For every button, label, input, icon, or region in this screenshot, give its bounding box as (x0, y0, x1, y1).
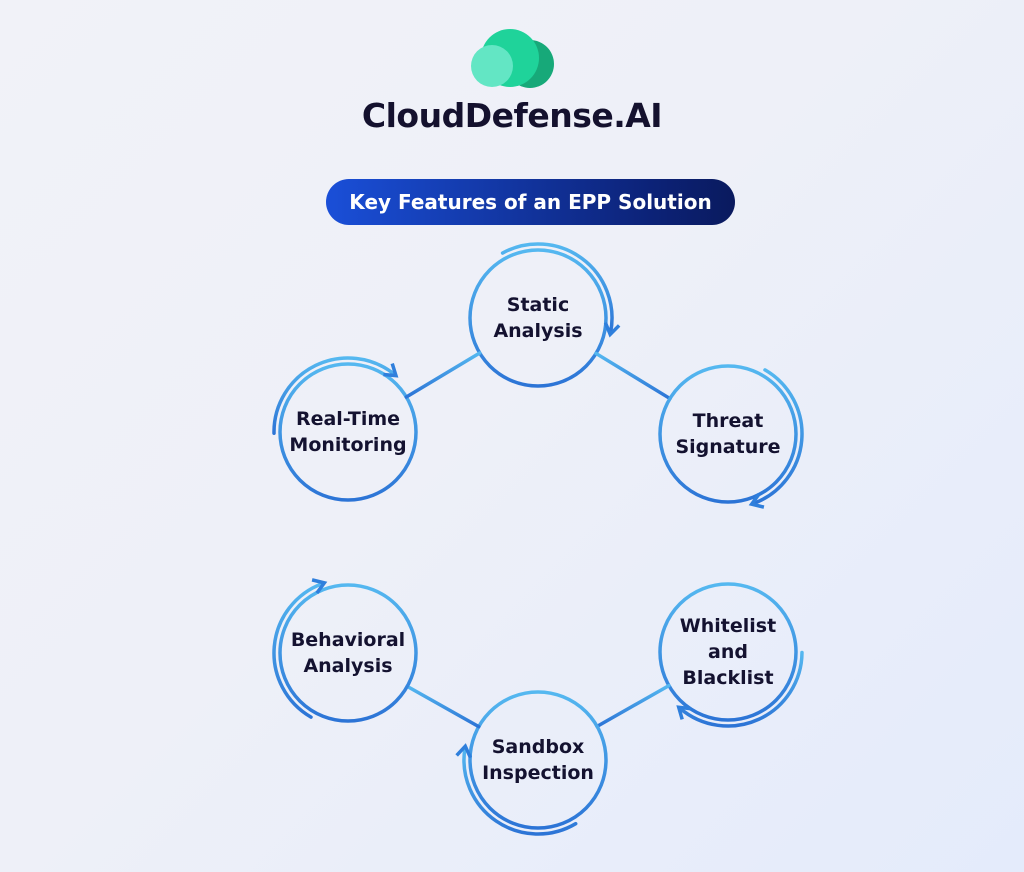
brand-logo-text: CloudDefense.AI (361, 96, 663, 135)
feature-label-line: Whitelist (679, 615, 777, 637)
feature-label-line: Blacklist (682, 667, 774, 689)
feature-label-line: Real-Time (295, 408, 401, 430)
feature-circle (468, 690, 608, 830)
feature-label-line: Monitoring (289, 434, 407, 456)
feature-label-line: Inspection (482, 762, 594, 784)
feature-circle (658, 582, 798, 722)
feature-circle (278, 362, 418, 502)
feature-circle (468, 248, 608, 388)
feature-label-line: Static (506, 294, 570, 316)
connector-line (594, 351, 672, 401)
title-banner: Key Features of an EPP Solution (326, 179, 735, 225)
flow-arrow-icon (676, 650, 804, 728)
connector-line (405, 684, 481, 729)
feature-label-line: Behavioral (290, 629, 406, 651)
flow-arrow-icon (455, 743, 578, 836)
feature-label-line: Sandbox (491, 736, 585, 758)
feature-label-line: Signature (675, 436, 781, 458)
logo-cloud-icon (471, 29, 554, 88)
flow-arrow-icon (500, 242, 621, 338)
flow-arrow-icon (272, 578, 328, 719)
connector-line (595, 683, 671, 729)
feature-label-line: and (708, 641, 748, 663)
feature-label-line: Threat (692, 410, 764, 432)
flow-arrow-icon (272, 356, 399, 435)
feature-label-line: Analysis (493, 320, 583, 342)
feature-label-line: Analysis (303, 655, 393, 677)
flow-arrow-icon (748, 368, 804, 509)
connector-line (404, 351, 482, 399)
